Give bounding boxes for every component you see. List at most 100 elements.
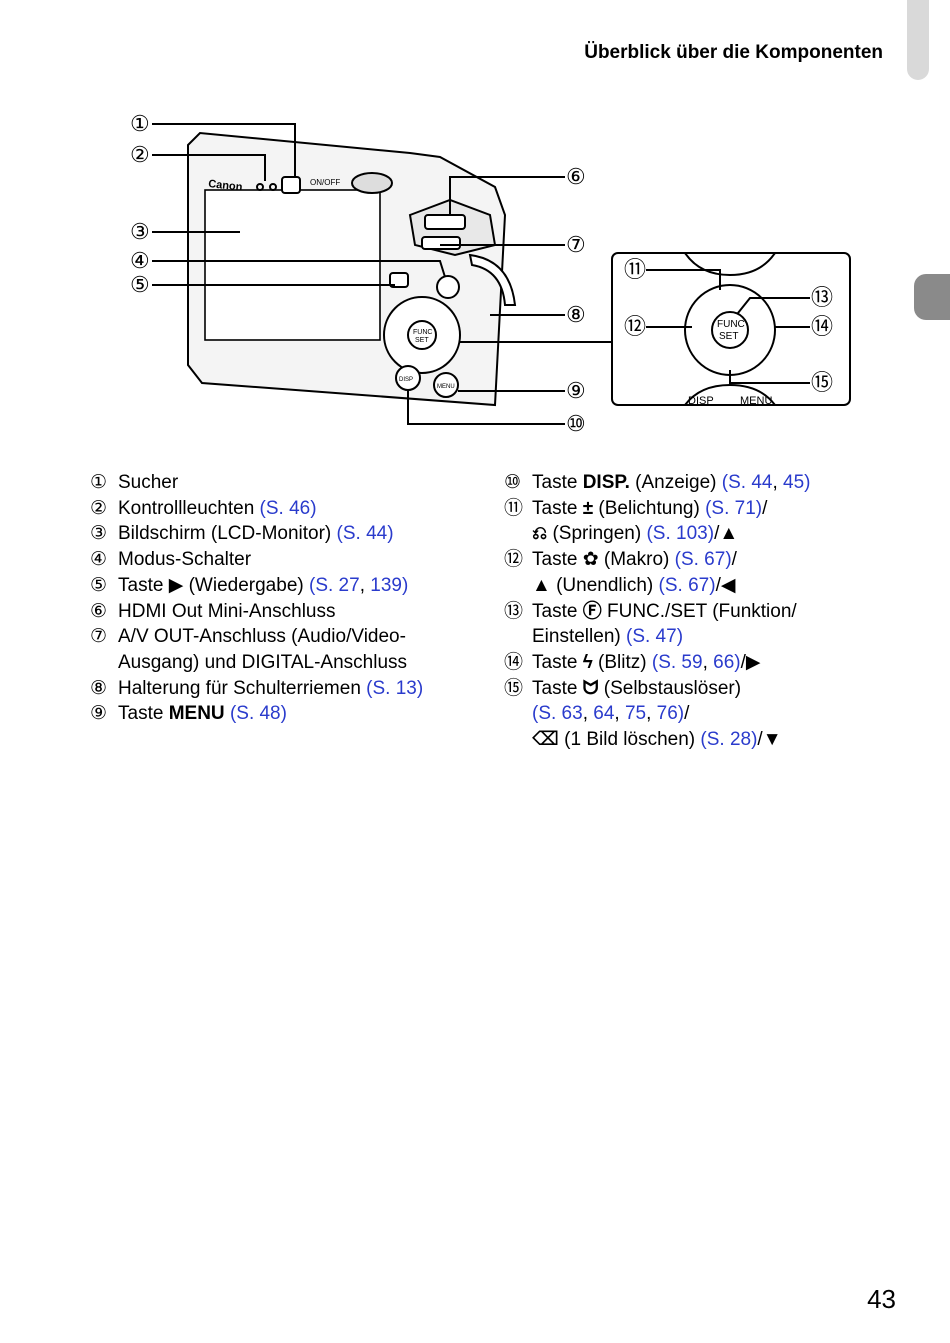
callout-12: ⑫: [624, 314, 646, 339]
callout-9: ⑨: [566, 378, 586, 403]
chapter-tab-marker: [914, 274, 950, 320]
page-reference-link[interactable]: 45): [783, 472, 811, 493]
disp-label-small: DISP: [399, 377, 413, 383]
list-item-number: ⑧: [90, 677, 108, 699]
page-reference-link[interactable]: (S. 44: [721, 472, 773, 493]
button-symbol-icon: ✿: [582, 549, 599, 571]
page-reference-link[interactable]: (S. 67): [658, 574, 716, 596]
list-item-text: Taste DISP. (Anzeige) (S. 44, 45): [532, 470, 904, 496]
control-detail-box: [611, 252, 851, 406]
list-item-text-run: /: [684, 703, 690, 725]
list-item-text-run: ,: [582, 703, 594, 725]
list-item-text: Taste ✿ (Makro) (S. 67)/▲ (Unendlich) (S…: [532, 547, 904, 598]
page-reference-link[interactable]: (S. 47): [626, 626, 684, 648]
list-item-text-run: (Selbstauslöser): [598, 677, 742, 699]
power-label: ON/OFF: [310, 178, 340, 187]
power-button-area: [351, 172, 393, 194]
disp-label-detail: DISP: [688, 395, 714, 407]
menu-button: [433, 372, 459, 398]
list-item-text-run: (Blitz): [592, 651, 652, 673]
list-item-text: Taste ᗢ (Selbstauslöser)(S. 63, 64, 75, …: [532, 676, 904, 753]
list-item-text-run: Taste: [532, 600, 583, 622]
list-item: ⑫ Taste ✿ (Makro) (S. 67)/▲ (Unendlich) (…: [504, 547, 904, 598]
list-item-number: ⑪: [504, 497, 524, 519]
menu-label-small: MENU: [437, 384, 455, 390]
page-reference-link[interactable]: 76): [656, 703, 685, 725]
list-item-number: ⑮: [504, 677, 524, 699]
callout-15: ⑮: [811, 370, 833, 395]
list-item-text-run: (Anzeige): [629, 472, 722, 493]
list-item-text-run: Taste: [118, 574, 169, 596]
callout-14: ⑭: [811, 314, 833, 339]
page-header-title: Überblick über die Komponenten: [584, 42, 883, 63]
leader-lines: [152, 123, 810, 425]
list-item-number: ⑤: [90, 574, 108, 596]
list-item-text-run: ,: [646, 703, 657, 725]
list-item-text-run: Ausgang) und DIGITAL-Anschluss: [118, 651, 408, 673]
list-item-text-run: Taste: [532, 497, 583, 519]
callout-numbers: ① ② ③ ④ ⑤ ⑥ ⑦ ⑧ ⑨ ⑩ ⑪ ⑫ ⑬ ⑭ ⑮: [130, 111, 833, 436]
list-item-text-run: Taste: [532, 651, 583, 673]
list-item-text-run: ,: [359, 574, 371, 596]
list-item-text: Taste MENU (S. 48): [118, 701, 480, 727]
list-item-number: ⑬: [504, 600, 524, 622]
list-item-text: Modus-Schalter: [118, 547, 480, 573]
page-reference-link[interactable]: 139): [370, 574, 409, 596]
page-reference-link[interactable]: (S. 48): [229, 703, 287, 725]
page-number: 43: [867, 1284, 896, 1314]
page-reference-link[interactable]: 66): [713, 651, 741, 673]
list-item-text: HDMI Out Mini-Anschluss: [118, 599, 480, 625]
callout-3: ③: [130, 219, 150, 244]
list-item-text: Kontrollleuchten (S. 46): [118, 496, 480, 522]
list-item-text-run: (Belichtung): [593, 497, 706, 519]
button-symbol-icon: ⎌: [532, 523, 548, 545]
camera-diagram: Canon ON/OFF FUNC SET DISP MENU FUNC SET…: [110, 105, 870, 445]
page-reference-link[interactable]: (S. 71): [705, 497, 763, 519]
page-reference-link[interactable]: 64: [593, 703, 615, 725]
button-symbol-icon: ▲: [532, 574, 551, 596]
list-item-text-run: ,: [702, 651, 714, 673]
brand-logo-text: Canon: [208, 178, 244, 194]
page-reference-link[interactable]: (S. 28): [700, 729, 758, 751]
list-item-text: Taste ϟ (Blitz) (S. 59, 66)/▶: [532, 650, 904, 676]
page-reference-link[interactable]: (S. 67): [674, 549, 732, 571]
callout-10: ⑩: [566, 411, 586, 436]
page-reference-link[interactable]: (S. 63: [532, 703, 583, 725]
camera-body: [187, 131, 517, 407]
callout-7: ⑦: [566, 232, 586, 257]
list-item-text-run: Taste: [118, 703, 169, 725]
menu-label-detail: MENU: [740, 395, 772, 407]
play-button: [389, 272, 409, 288]
list-item-number: ⑫: [504, 549, 524, 571]
set-label-detail: SET: [719, 331, 738, 342]
button-symbol-icon: ᗢ: [582, 677, 599, 699]
list-item-text-run: Bildschirm (LCD-Monitor): [118, 523, 337, 545]
list-item-text-run: /◀: [715, 574, 736, 596]
list-item-text: Taste ▶ (Wiedergabe) (S. 27, 139): [118, 573, 480, 599]
list-item-text: Taste ± (Belichtung) (S. 71)/⎌ (Springen…: [532, 496, 904, 547]
button-symbol-icon: MENU: [168, 703, 225, 725]
list-item-text-run: Einstellen): [532, 626, 626, 648]
callout-8: ⑧: [566, 302, 586, 327]
list-item-text: Halterung für Schulterriemen (S. 13): [118, 676, 480, 702]
page-reference-link[interactable]: (S. 27: [309, 574, 360, 596]
button-symbol-icon: ⌫: [532, 729, 559, 751]
page-reference-link[interactable]: 75: [624, 703, 647, 725]
list-item-text-run: Taste: [532, 549, 583, 571]
callout-6: ⑥: [566, 164, 586, 189]
list-item-text: Sucher: [118, 470, 480, 496]
list-item-text: Bildschirm (LCD-Monitor) (S. 44): [118, 521, 480, 547]
page-reference-link[interactable]: (S. 13): [366, 677, 424, 699]
camera-diagram-svg: Canon ON/OFF FUNC SET DISP MENU FUNC SET…: [130, 111, 851, 436]
page-reference-link[interactable]: (S. 46): [259, 497, 317, 519]
page-reference-link[interactable]: (S. 59: [651, 651, 703, 673]
page-reference-link[interactable]: (S. 103): [646, 523, 715, 545]
page-reference-link[interactable]: (S. 44): [336, 523, 394, 545]
